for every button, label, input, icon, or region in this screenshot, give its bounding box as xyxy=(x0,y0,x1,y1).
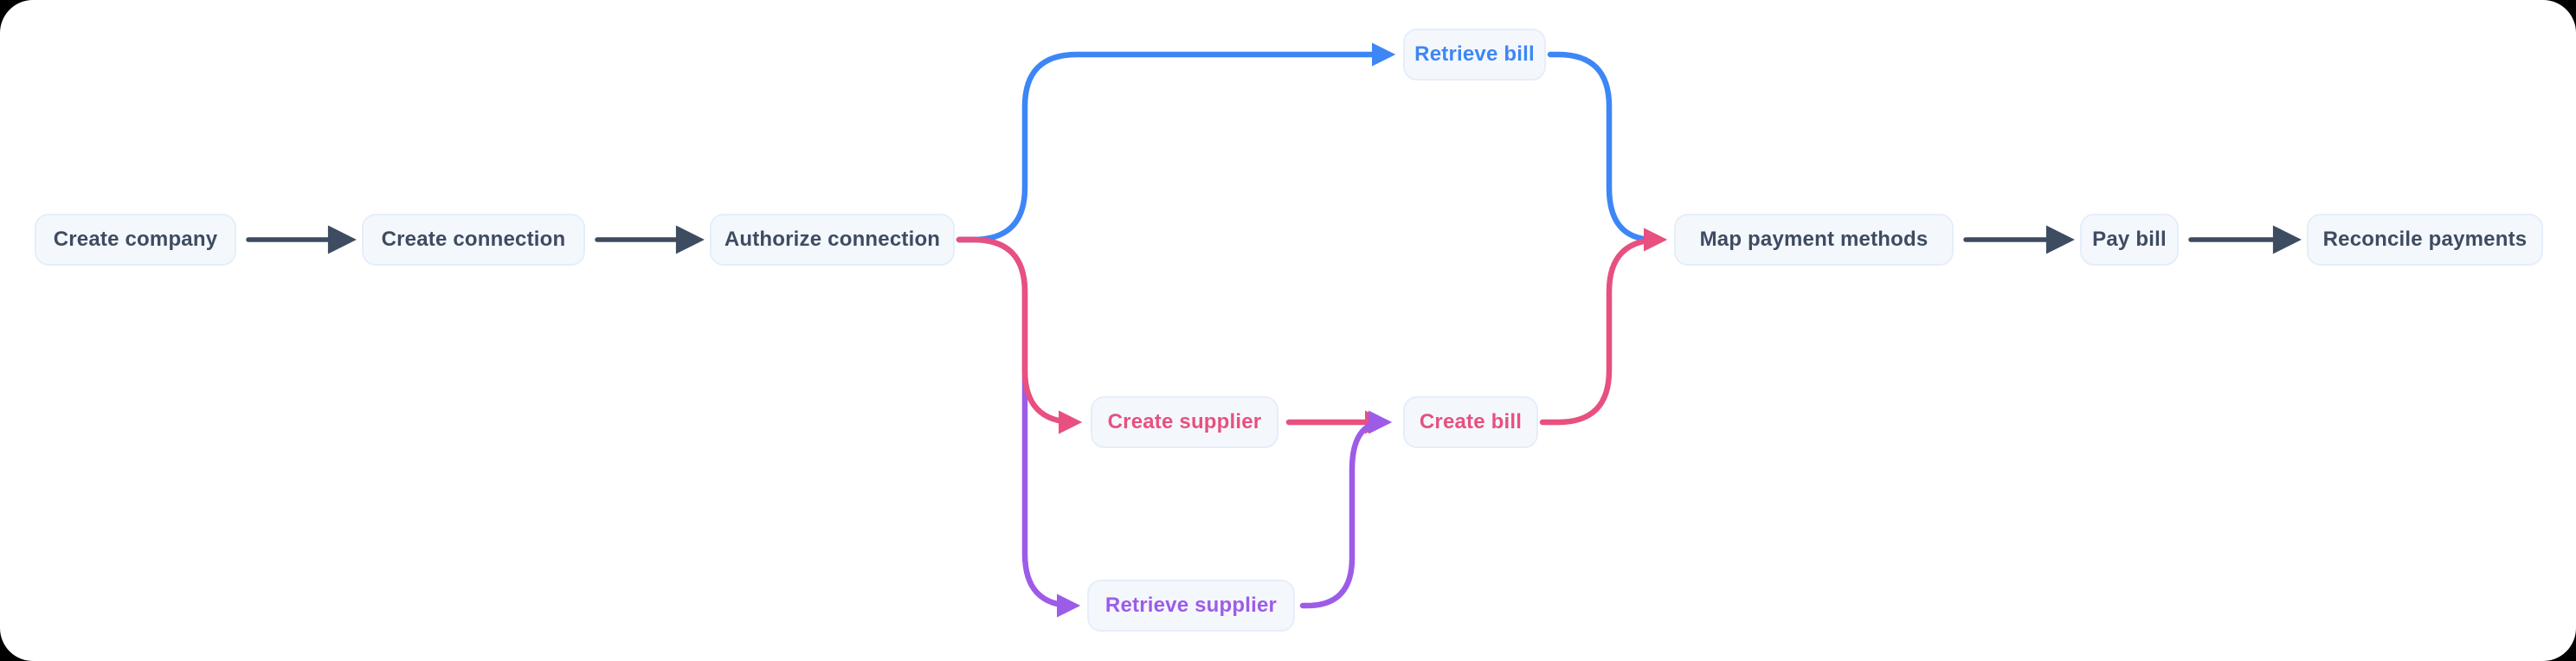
node-create-bill[interactable]: Create bill xyxy=(1403,396,1538,448)
edge-authorize-to-create-supplier xyxy=(956,236,1083,434)
node-create-supplier-label: Create supplier xyxy=(1107,410,1262,433)
node-reconcile-payments[interactable]: Reconcile payments xyxy=(2307,214,2543,266)
node-pay-bill[interactable]: Pay bill xyxy=(2080,214,2179,266)
node-map-payment-methods[interactable]: Map payment methods xyxy=(1674,214,1954,266)
node-retrieve-supplier[interactable]: Retrieve supplier xyxy=(1087,580,1295,632)
node-create-connection-label: Create connection xyxy=(381,228,566,251)
edge-retrieve-supplier-to-create-bill xyxy=(1299,410,1393,609)
edge-authorize-to-retrieve-bill xyxy=(956,42,1396,243)
node-reconcile-payments-label: Reconcile payments xyxy=(2322,228,2528,251)
node-create-connection[interactable]: Create connection xyxy=(362,214,585,266)
node-create-supplier[interactable]: Create supplier xyxy=(1091,396,1278,448)
edge-create-bill-to-map-payment-methods xyxy=(1539,228,1668,426)
node-retrieve-bill-label: Retrieve bill xyxy=(1414,42,1535,66)
edge-retrieve-bill-to-merge xyxy=(1547,51,1658,243)
node-retrieve-bill[interactable]: Retrieve bill xyxy=(1403,29,1546,80)
node-pay-bill-label: Pay bill xyxy=(2092,228,2167,251)
node-create-bill-label: Create bill xyxy=(1419,410,1523,433)
node-map-payment-methods-label: Map payment methods xyxy=(1699,228,1929,251)
node-create-company-label: Create company xyxy=(53,228,218,251)
node-create-company[interactable]: Create company xyxy=(35,214,236,266)
node-authorize-connection-label: Authorize connection xyxy=(724,228,941,251)
node-authorize-connection[interactable]: Authorize connection xyxy=(710,214,955,266)
node-retrieve-supplier-label: Retrieve supplier xyxy=(1104,594,1278,617)
